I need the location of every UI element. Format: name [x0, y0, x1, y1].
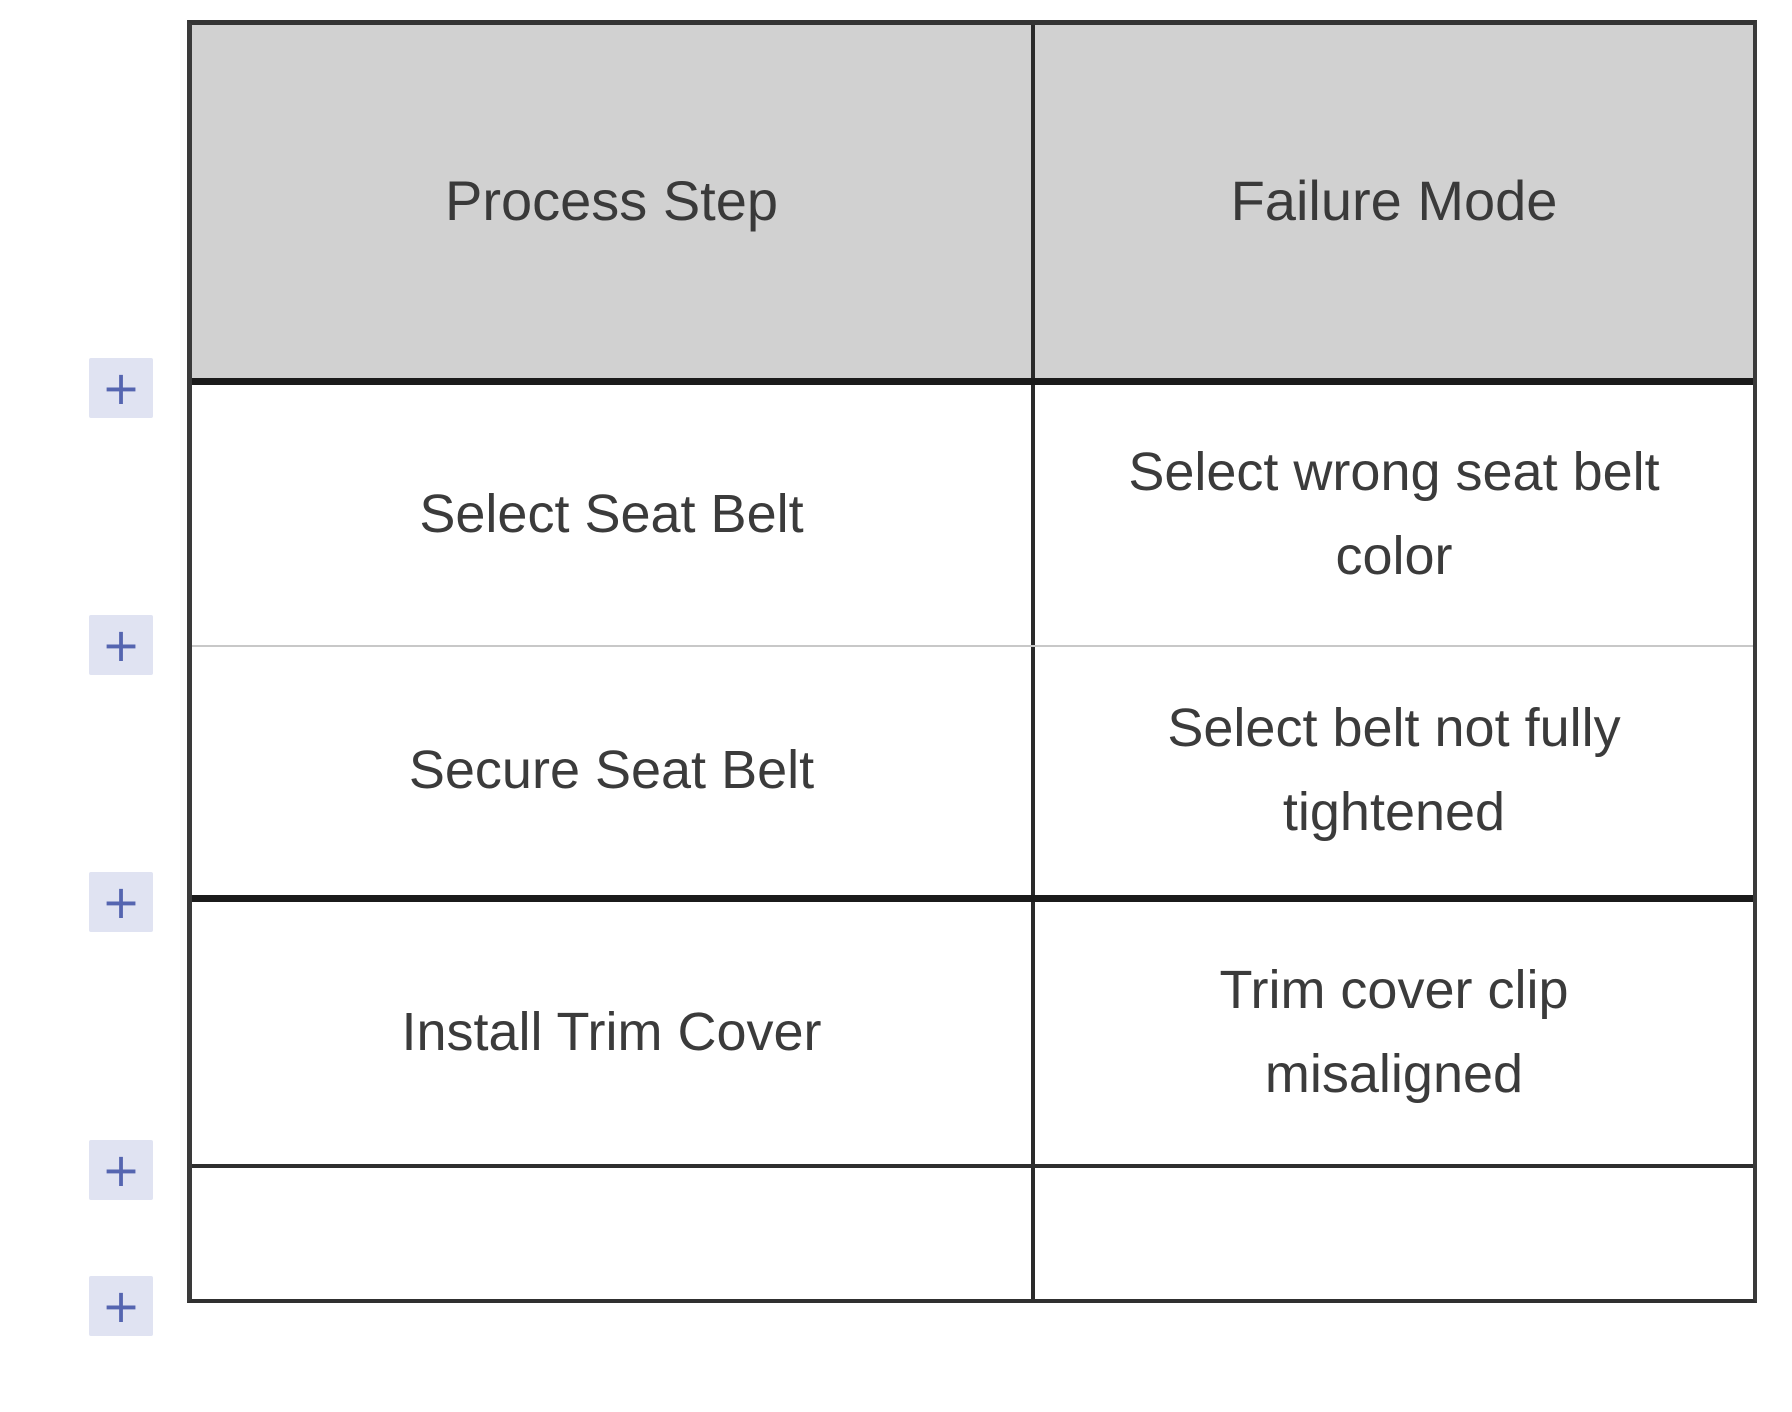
- cell-process-step-3[interactable]: Install Trim Cover: [192, 902, 1035, 1164]
- column-header-process-step: Process Step: [192, 25, 1035, 378]
- add-row-button-4[interactable]: +: [89, 1140, 153, 1200]
- cell-failure-mode-3[interactable]: Trim cover clip misaligned: [1219, 960, 1569, 1104]
- plus-icon: +: [101, 361, 141, 415]
- cell-failure-mode-1[interactable]: Select wrong seat belt color: [1128, 442, 1660, 586]
- plus-icon: +: [101, 875, 141, 929]
- table-header-row: Process Step Failure Mode: [192, 25, 1753, 385]
- add-row-button-5[interactable]: +: [89, 1276, 153, 1336]
- table-row: Select Seat Belt Select wrong seat belt …: [192, 385, 1753, 647]
- plus-icon: +: [101, 1279, 141, 1333]
- add-row-button-1[interactable]: +: [89, 358, 153, 418]
- table-row: Install Trim Cover Trim cover clip misal…: [192, 902, 1753, 1168]
- table-row-empty: [192, 1168, 1753, 1299]
- plus-icon: +: [101, 618, 141, 672]
- cell-process-step-2[interactable]: Secure Seat Belt: [192, 647, 1035, 895]
- cell-process-step-4[interactable]: [192, 1168, 1035, 1299]
- cell-failure-mode-4[interactable]: [1035, 1168, 1753, 1299]
- column-header-failure-mode: Failure Mode: [1230, 169, 1558, 233]
- add-row-button-3[interactable]: +: [89, 872, 153, 932]
- add-row-button-2[interactable]: +: [89, 615, 153, 675]
- cell-process-step-1[interactable]: Select Seat Belt: [192, 385, 1035, 645]
- fmea-table: Process Step Failure Mode Select Seat Be…: [187, 20, 1757, 1303]
- plus-icon: +: [101, 1143, 141, 1197]
- table-row: Secure Seat Belt Select belt not fully t…: [192, 647, 1753, 902]
- cell-failure-mode-2[interactable]: Select belt not fully tightened: [1167, 698, 1621, 842]
